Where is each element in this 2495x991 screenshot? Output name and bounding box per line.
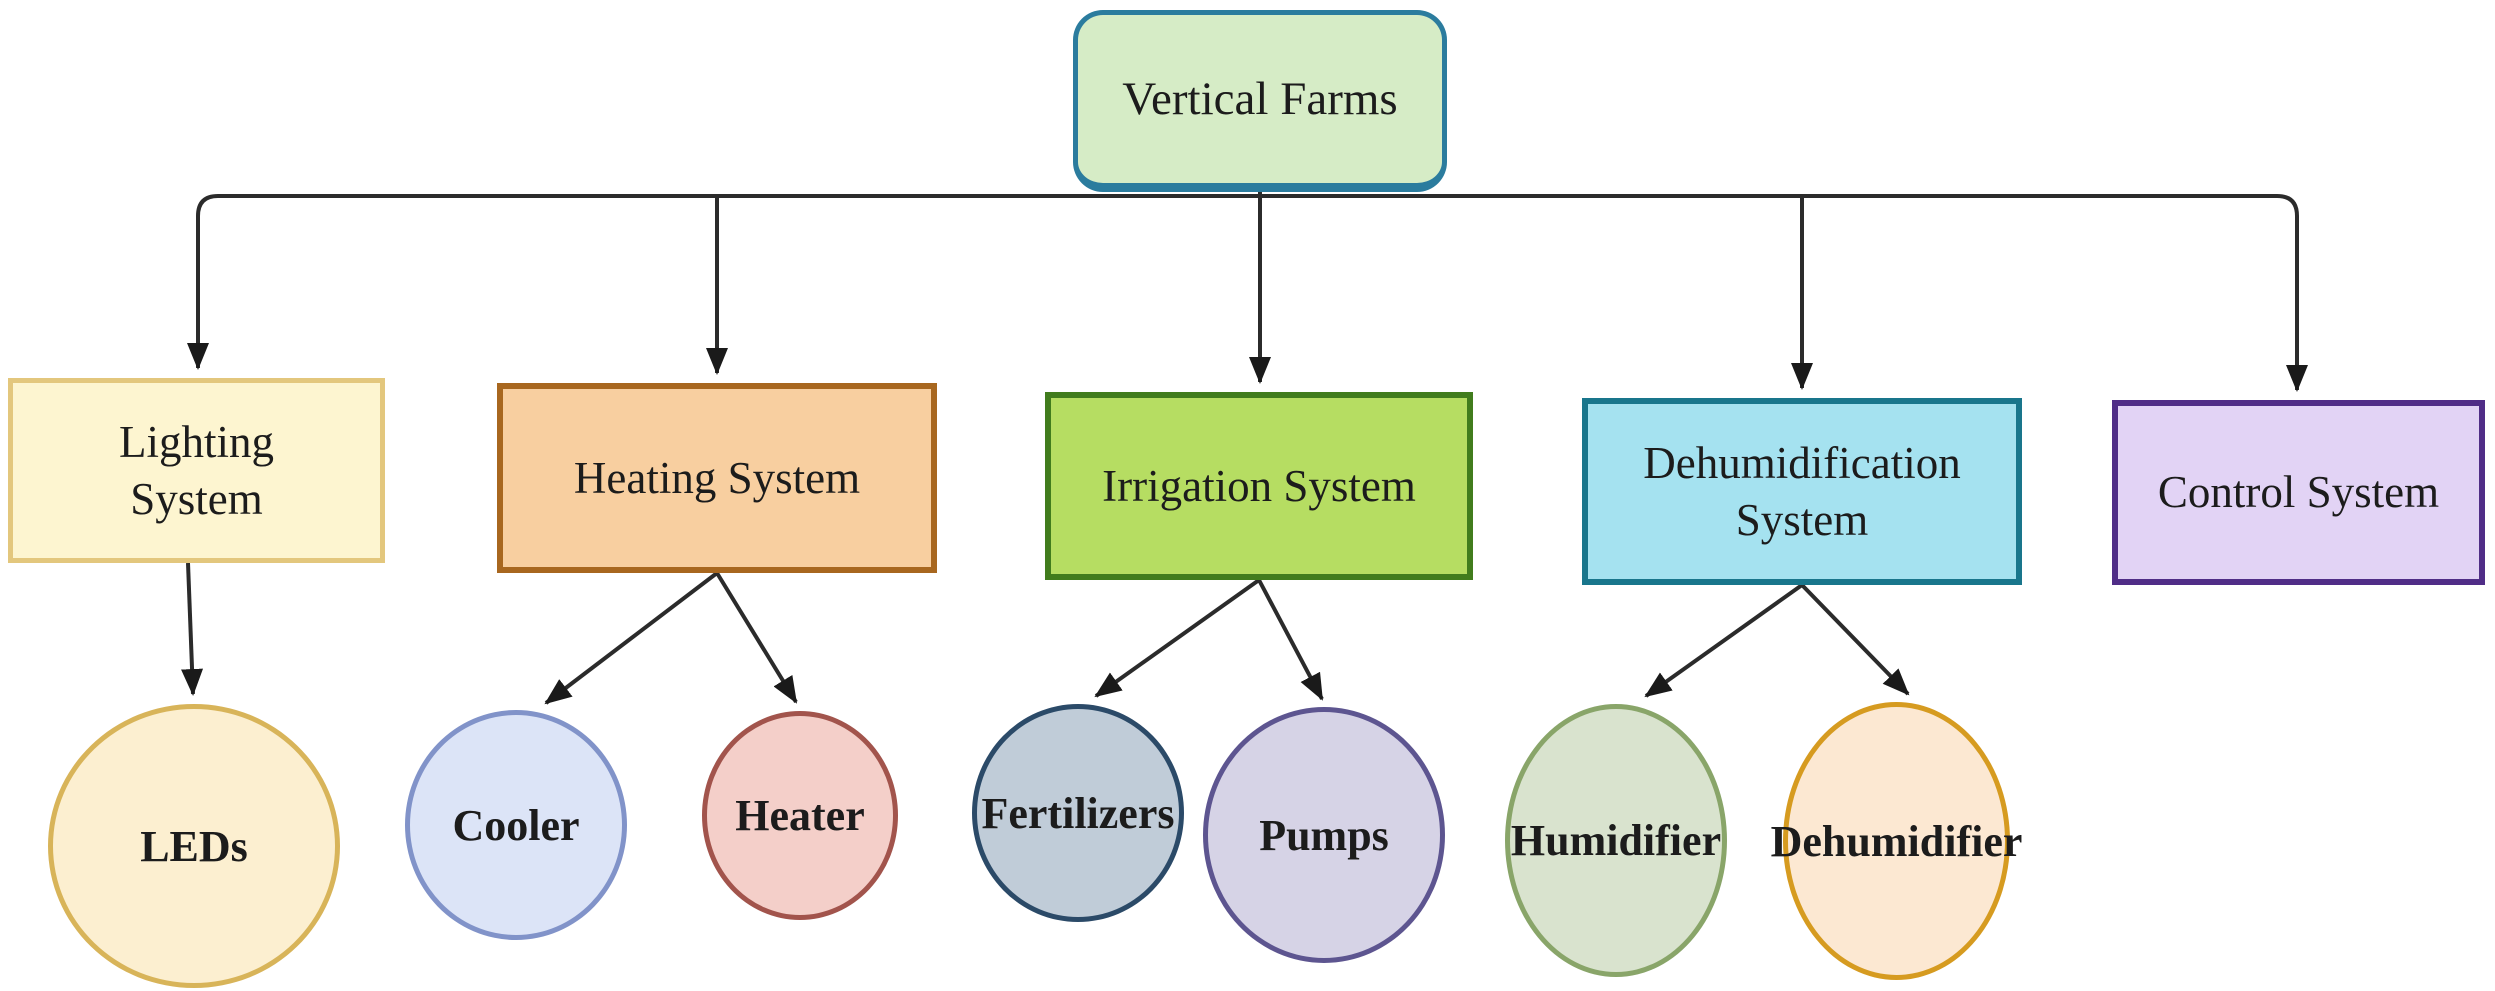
node-cooler-label: Cooler — [452, 800, 580, 850]
node-cooler: Cooler — [405, 710, 627, 940]
node-dehumidifier-label: Dehumidifier — [1770, 816, 2023, 866]
edge-heating-cooler — [544, 571, 719, 705]
node-vertical-farms-label: Vertical Farms — [1122, 73, 1398, 125]
edge-lighting-leds — [181, 562, 204, 696]
node-pumps: Pumps — [1203, 707, 1445, 963]
node-irrigation-system-label: Irrigation System — [1102, 460, 1416, 511]
node-irrigation-system: Irrigation System — [1045, 392, 1473, 580]
edge-dehumidification-humidifier — [1644, 583, 1804, 698]
node-dehumidifier: Dehumidifier — [1771, 702, 2022, 980]
node-fertilizers-label: Fertilizers — [981, 788, 1175, 838]
edge-dehumidification-dehumidifier — [1800, 583, 1910, 696]
node-heater-label: Heater — [735, 791, 865, 840]
node-lighting-system-label: Lighting System — [119, 417, 274, 524]
node-leds: LEDs — [48, 704, 340, 988]
node-heating-system-label: Heating System — [573, 452, 861, 503]
node-lighting-system: Lighting System — [8, 378, 385, 563]
edge-irrigation-pumps — [1257, 579, 1324, 701]
edge-irrigation-fertilizers — [1094, 578, 1261, 698]
node-heating-system: Heating System — [497, 383, 937, 573]
node-humidifier: Humidifier — [1505, 704, 1727, 977]
edge-bus — [187, 194, 2308, 392]
node-dehumidification-system-label: Dehumidification System — [1643, 438, 1961, 545]
node-leds-label: LEDs — [140, 821, 248, 871]
node-pumps-label: Pumps — [1259, 810, 1389, 860]
node-heater: Heater — [702, 711, 898, 920]
edge-heating-heater — [715, 571, 798, 704]
node-control-system: Control System — [2112, 400, 2485, 585]
node-vertical-farms: Vertical Farms — [1073, 10, 1447, 192]
node-humidifier-label: Humidifier — [1510, 816, 1722, 865]
node-dehumidification-system: Dehumidification System — [1582, 398, 2022, 585]
node-fertilizers: Fertilizers — [972, 704, 1184, 922]
node-control-system-label: Control System — [2157, 467, 2440, 518]
